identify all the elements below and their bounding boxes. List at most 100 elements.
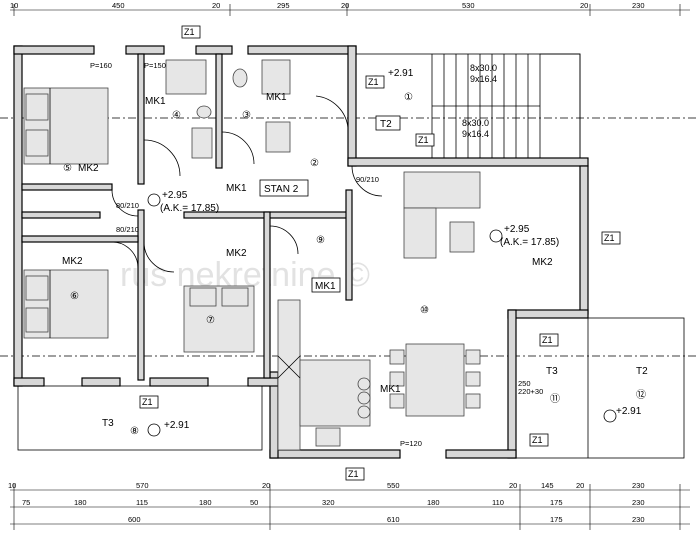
dim-bottom-b-0: 75: [22, 498, 30, 507]
kitchen-counter: [277, 299, 371, 451]
room-9-floor: MK1: [315, 281, 336, 292]
hall-floor: MK1: [226, 183, 247, 194]
terrace-door-note-b: 220+30: [518, 387, 543, 396]
bathroom-4-fixtures: [165, 59, 213, 159]
stair-t2: T2: [380, 119, 392, 130]
z1-tags: Z1 Z1 Z1 Z1 Z1 Z1 Z1 Z1: [139, 25, 621, 481]
z1-tag-bottom: Z1: [348, 469, 359, 479]
level-living: +2.95: [504, 224, 530, 235]
unit-name-box: [259, 179, 309, 197]
terrace-t3-left: T3: [102, 418, 114, 429]
bottom-dimension-chains: [10, 484, 690, 530]
door-size-notes: 80/210 80/210 90/210 P=160 P=150 P=120 2…: [90, 61, 543, 448]
dim-bottom-b-3: 180: [199, 498, 212, 507]
dim-bottom-c-2: 175: [550, 515, 563, 524]
ak-hall: (A.K.= 17.85): [160, 203, 219, 214]
level-hall: +2.95: [162, 190, 188, 201]
terrace-t3-right: T3: [546, 366, 558, 377]
door-swings: [111, 95, 383, 273]
dining-table: [389, 343, 481, 417]
dim-bottom-a-4: 20: [509, 481, 517, 490]
room-7-label: ⑦: [206, 315, 215, 326]
dim-bottom-a-1: 570: [136, 481, 149, 490]
room-9-label: ⑨: [316, 235, 325, 246]
dim-top-2: 20: [212, 1, 220, 10]
door-note-c: 90/210: [356, 175, 379, 184]
z1-tag-right: Z1: [604, 233, 615, 243]
room-6-floor: MK2: [62, 256, 83, 267]
stair-t2-box: [375, 115, 401, 131]
dim-top-7: 230: [632, 1, 645, 10]
room-4-floor: MK1: [145, 96, 166, 107]
kitchen-floor: MK1: [380, 384, 401, 395]
room-8-label: ⑧: [130, 426, 139, 437]
dim-top-0: 10: [10, 1, 18, 10]
z1-tag-stair: Z1: [368, 77, 379, 87]
dim-bottom-b-8: 175: [550, 498, 563, 507]
dim-top-6: 20: [580, 1, 588, 10]
stair-label-a: 8x30.0: [470, 63, 497, 73]
room-5-floor: MK2: [78, 163, 99, 174]
window-note-c: P=120: [400, 439, 422, 448]
exterior-walls: [13, 45, 589, 459]
dim-bottom-a-5: 145: [541, 481, 554, 490]
terrace-t2-right: T2: [636, 366, 648, 377]
room-10-floor: MK2: [532, 257, 553, 268]
z1-tag-stair-bottom: Z1: [418, 135, 429, 145]
dim-bottom-b-2: 115: [136, 498, 148, 507]
room-12-label: ⑫: [636, 389, 646, 401]
dim-bottom-a-2: 20: [262, 481, 270, 490]
z1-tag-top: Z1: [184, 27, 195, 37]
dim-top-5: 530: [462, 1, 475, 10]
stair-label-b: 9x16.4: [470, 74, 497, 84]
level-stair: +2.91: [388, 68, 414, 79]
door-note-b: 80/210: [116, 225, 139, 234]
dim-top-3: 295: [277, 1, 290, 10]
dim-bottom-a-3: 550: [387, 481, 400, 490]
dim-bottom-b-4: 50: [250, 498, 258, 507]
ak-living: (A.K.= 17.85): [500, 237, 559, 248]
room-2-label: ②: [310, 158, 319, 169]
bathroom-3-fixtures: [232, 59, 291, 153]
stair-label-d: 9x16.4: [462, 129, 489, 139]
room-5-label: ⑤: [63, 163, 72, 174]
room-11-label: ⑪: [550, 393, 560, 405]
dim-top-4: 20: [341, 1, 349, 10]
dim-bottom-b-9: 230: [632, 498, 645, 507]
interior-walls: [21, 53, 353, 381]
room-labels: 8x30.0 9x16.4 8x30.0 9x16.4 ⑤ MK2 MK1 ④ …: [62, 63, 648, 437]
room-4-label: ④: [172, 110, 181, 121]
room-6-label: ⑥: [70, 291, 79, 302]
door-note-a: 80/210: [116, 201, 139, 210]
level-terrace-left: +2.91: [164, 420, 190, 431]
room-3-label: ③: [242, 110, 251, 121]
room-3-floor: MK1: [266, 92, 287, 103]
terrace-door-note-a: 250: [518, 379, 531, 388]
dim-bottom-b-5: 320: [322, 498, 335, 507]
sofa: [403, 171, 481, 259]
room-1-label: ①: [404, 92, 413, 103]
staircase: [355, 53, 581, 159]
room-7-floor: MK2: [226, 248, 247, 259]
unit-name: STAN 2: [264, 184, 299, 195]
z1-tag-left-terrace: Z1: [142, 397, 153, 407]
z1-tag-terrace-bottom: Z1: [532, 435, 543, 445]
double-bed-room-5: [23, 87, 109, 165]
dim-bottom-b-6: 180: [427, 498, 440, 507]
z1-tag-terrace: Z1: [542, 335, 553, 345]
dim-top-1: 450: [112, 1, 125, 10]
level-terrace-right: +2.91: [616, 406, 642, 417]
dim-bottom-b-7: 110: [492, 498, 504, 507]
double-bed-room-6: [23, 269, 109, 339]
double-bed-room-7: [183, 285, 255, 353]
window-note-a: P=160: [90, 61, 112, 70]
dim-bottom-a-7: 230: [632, 481, 645, 490]
dim-bottom-c-1: 610: [387, 515, 400, 524]
dim-bottom-c-0: 600: [128, 515, 141, 524]
terraces: [17, 317, 685, 459]
room-9-floor-box: [311, 277, 341, 293]
stair-label-c: 8x30.0: [462, 118, 489, 128]
room-10-label: ⑩: [420, 305, 429, 316]
